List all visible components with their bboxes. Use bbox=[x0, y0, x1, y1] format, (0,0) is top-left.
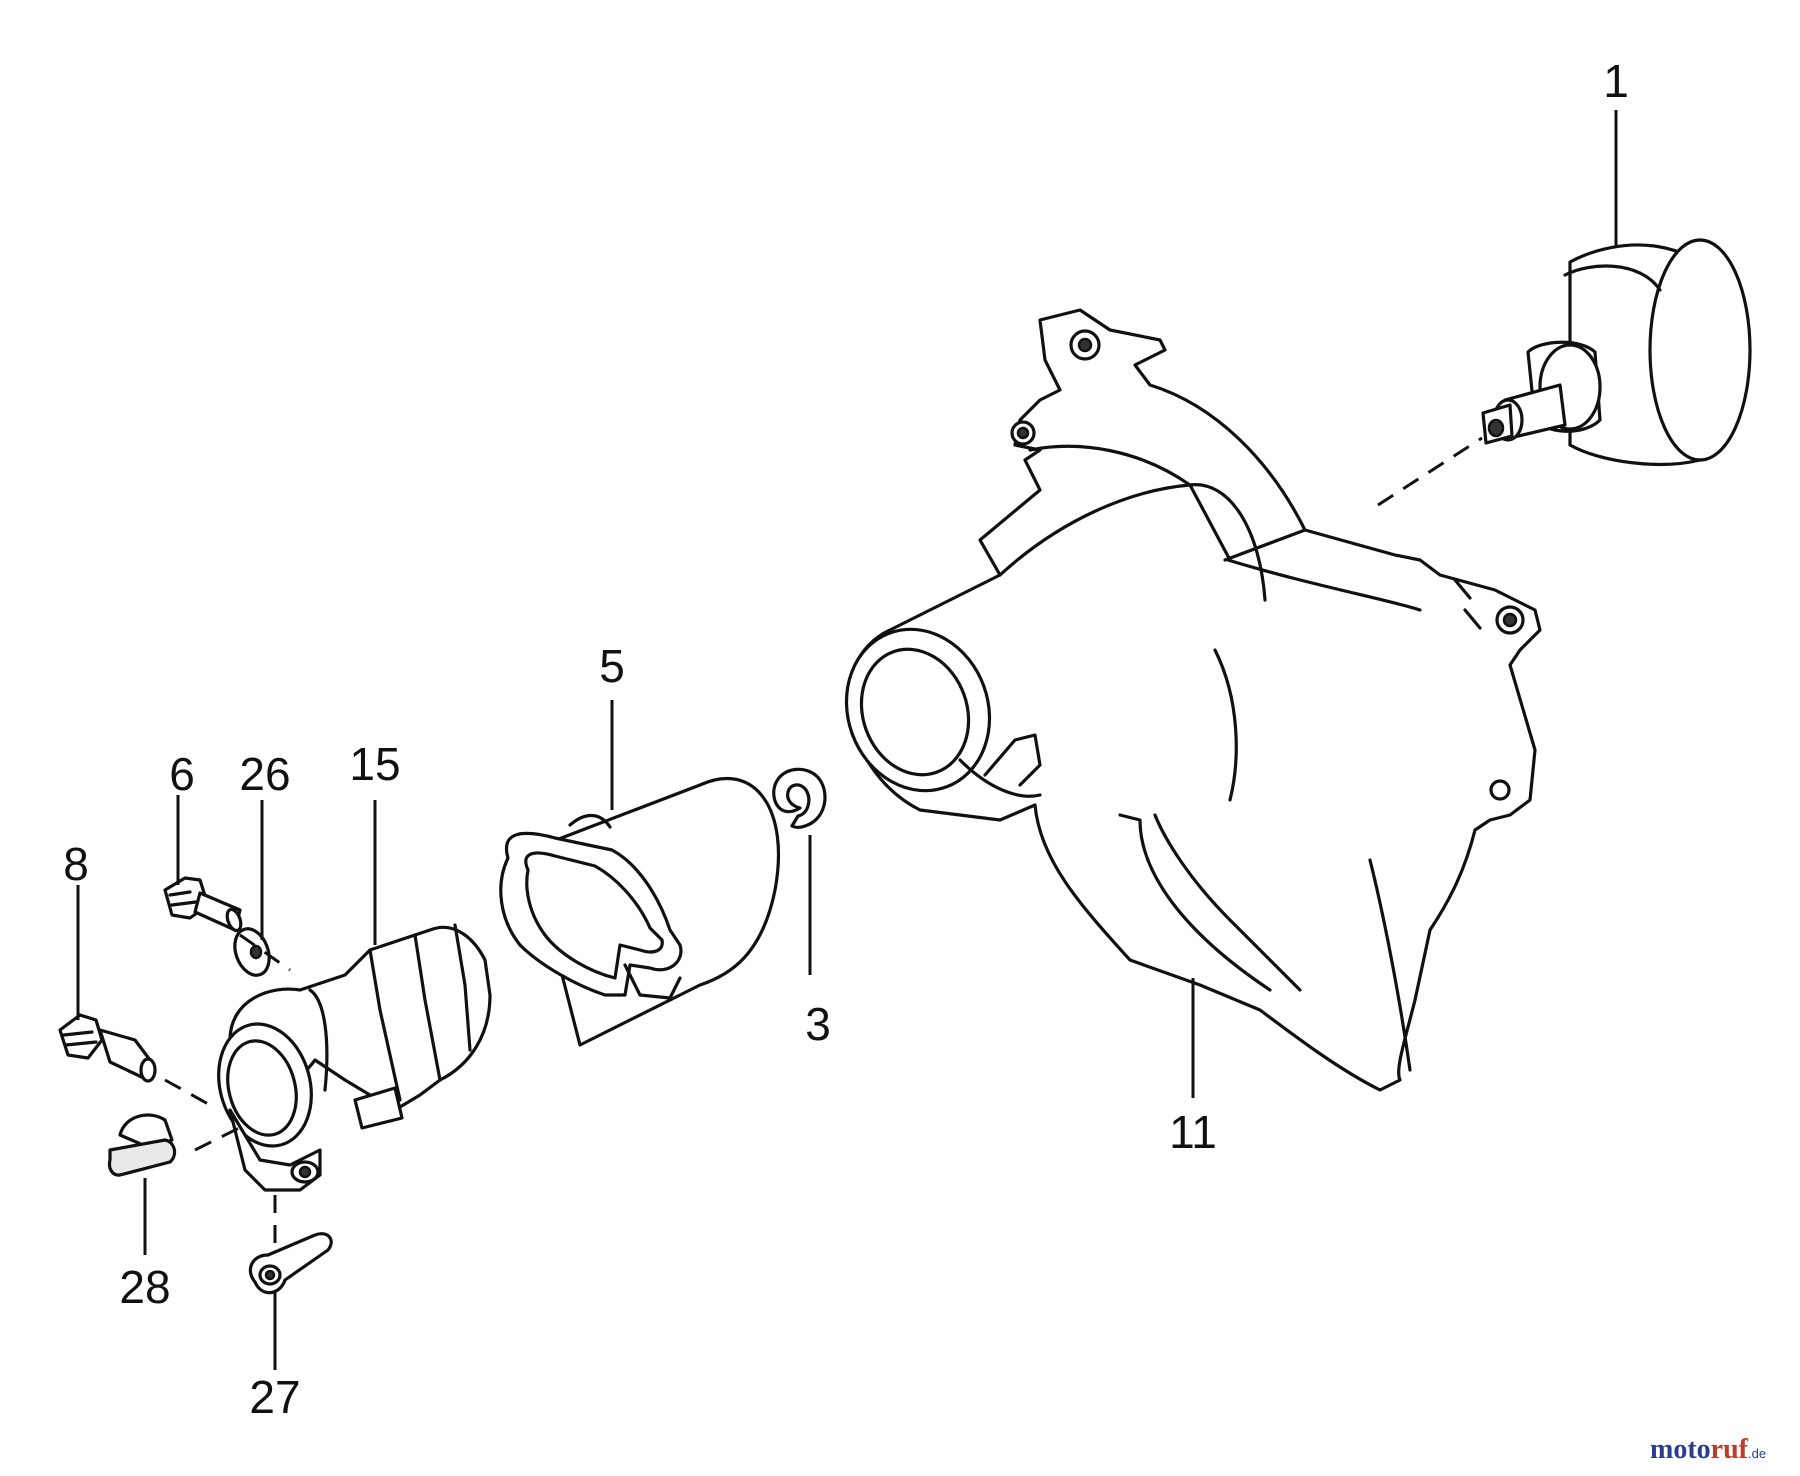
watermark-part-ruf: ruf bbox=[1711, 1434, 1749, 1465]
callout-labels: 1 11 5 3 6 26 15 8 28 27 bbox=[63, 55, 1629, 1423]
watermark-part-moto: moto bbox=[1650, 1434, 1711, 1465]
callout-26: 26 bbox=[239, 748, 290, 800]
part-1-clutch-drum bbox=[1481, 238, 1752, 466]
part-6-screw bbox=[163, 876, 243, 933]
part-5-clamp-tube bbox=[499, 777, 781, 1047]
callout-28: 28 bbox=[119, 1261, 170, 1313]
callout-8: 8 bbox=[63, 838, 89, 890]
callout-5: 5 bbox=[599, 640, 625, 692]
callout-1: 1 bbox=[1603, 55, 1629, 107]
svg-text:motoruf.de: motoruf.de bbox=[1650, 1434, 1766, 1465]
part-8-screw bbox=[58, 1013, 157, 1083]
watermark-logo: motoruf.de bbox=[1650, 1434, 1766, 1465]
assembly-lines bbox=[164, 436, 1483, 1250]
callout-3: 3 bbox=[805, 998, 831, 1050]
leader-lines bbox=[76, 110, 1618, 1370]
watermark-part-de: .de bbox=[1748, 1446, 1766, 1461]
part-15-sleeve bbox=[217, 923, 492, 1192]
part-27-bracket bbox=[248, 1232, 333, 1295]
part-28-knob-cap bbox=[107, 1113, 177, 1177]
callout-11: 11 bbox=[1169, 1106, 1217, 1158]
part-11-clutch-housing bbox=[844, 308, 1542, 1092]
callout-27: 27 bbox=[249, 1371, 300, 1423]
callout-15: 15 bbox=[349, 738, 400, 790]
part-26-washer bbox=[233, 927, 271, 977]
part-3-snap-ring bbox=[772, 767, 827, 830]
callout-6: 6 bbox=[169, 748, 195, 800]
